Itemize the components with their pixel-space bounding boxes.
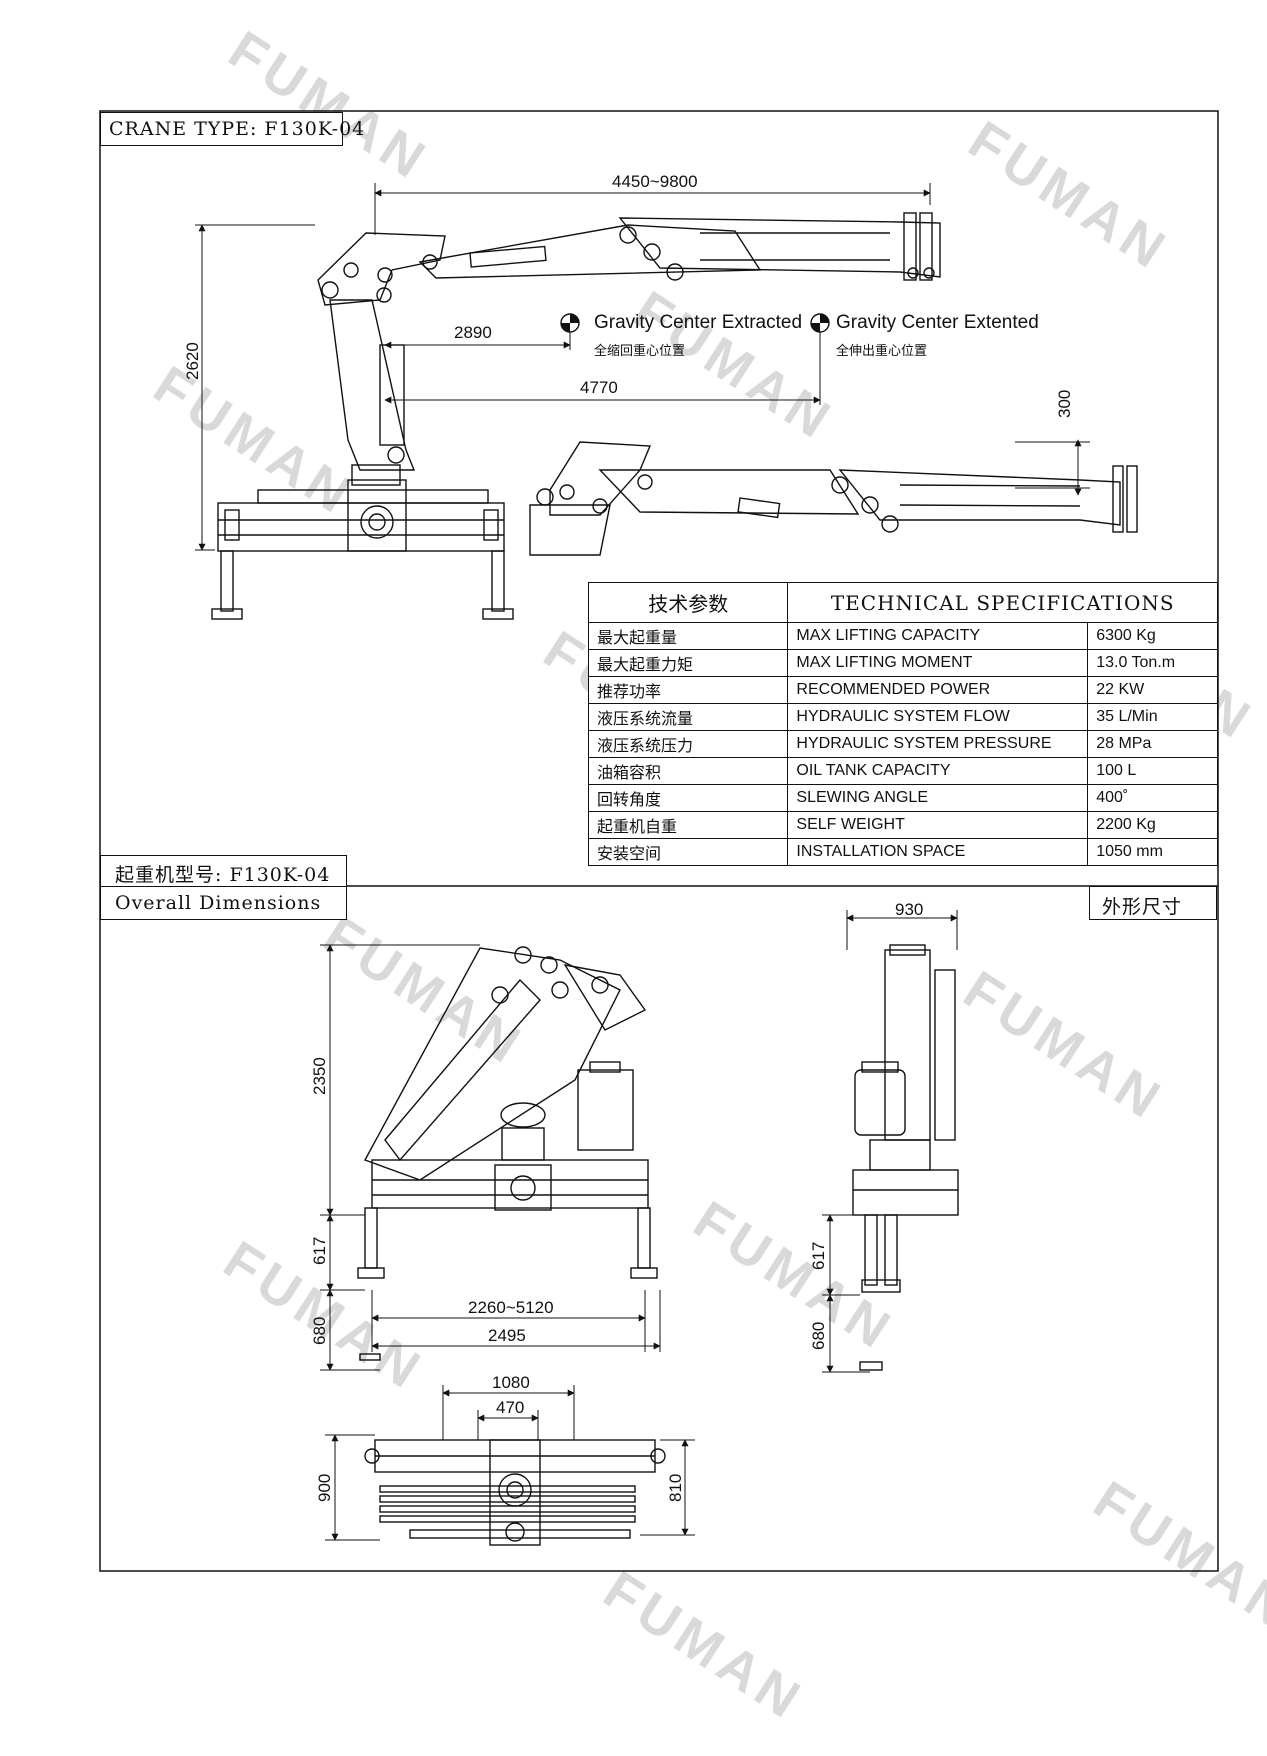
spec-header-row: 技术参数 TECHNICAL SPECIFICATIONS	[587, 582, 1218, 623]
crane-model-cn-label: 起重机型号: F130K-04	[100, 855, 347, 887]
crane-extended-view	[529, 441, 1138, 556]
spec-en: RECOMMENDED POWER	[787, 676, 1089, 704]
spec-en: MAX LIFTING MOMENT	[787, 649, 1089, 677]
dim-side-width: 930	[895, 900, 923, 919]
watermark-12: FUMAN	[1083, 1470, 1267, 1643]
spec-en: HYDRAULIC SYSTEM PRESSURE	[787, 730, 1089, 758]
outline-dimensions-cn-label: 外形尺寸	[1089, 886, 1217, 920]
dim-top-depth: 900	[315, 1474, 334, 1502]
watermark-8: FUMAN	[953, 960, 1174, 1133]
spec-title-cn: 技术参数	[587, 582, 789, 623]
gravity-center-symbol-2	[810, 313, 830, 333]
watermark-3: FUMAN	[143, 355, 364, 528]
crane-top-view	[364, 1439, 666, 1546]
spec-cn: 安装空间	[587, 838, 789, 866]
spec-cn: 油箱容积	[587, 757, 789, 785]
spec-en: SLEWING ANGLE	[787, 784, 1089, 812]
spec-value: 400˚	[1087, 784, 1218, 812]
spec-cn: 最大起重力矩	[587, 649, 789, 677]
dim-base-width: 2495	[488, 1326, 526, 1345]
dim-top-depth-inner: 810	[666, 1474, 685, 1502]
outer-frame	[99, 110, 1219, 1572]
dim-reach: 4450~9800	[612, 172, 698, 191]
dim-side-leg-lower: 680	[809, 1322, 828, 1350]
spec-en: MAX LIFTING CAPACITY	[787, 622, 1089, 650]
spec-value: 22 KW	[1087, 676, 1218, 704]
legend-extented-cn: 全伸出重心位置	[836, 344, 928, 359]
dim-tip-drop: 300	[1055, 390, 1074, 418]
dim-front-leg-lower: 680	[310, 1317, 329, 1345]
dim-front-height: 2350	[310, 1057, 329, 1095]
overall-dimensions-label: Overall Dimensions	[100, 886, 347, 920]
gravity-center-symbol-1	[560, 313, 580, 333]
dim-front-leg-upper: 617	[310, 1237, 329, 1265]
dim-cg-retracted: 2890	[454, 323, 492, 342]
spec-en: OIL TANK CAPACITY	[787, 757, 1089, 785]
watermark-2: FUMAN	[958, 110, 1179, 283]
spec-value: 1050 mm	[1087, 838, 1218, 866]
dim-height-total: 2620	[183, 342, 202, 380]
dim-top-inner: 470	[496, 1398, 524, 1417]
watermark-1: FUMAN	[218, 20, 439, 193]
spec-title-en: TECHNICAL SPECIFICATIONS	[787, 582, 1218, 623]
crane-type-label: CRANE TYPE: F130K-04	[100, 112, 364, 146]
front-view-dimensions	[320, 944, 661, 1371]
spec-en: SELF WEIGHT	[787, 811, 1089, 839]
gravity-center-extented-legend: Gravity Center Extented 全伸出重心位置	[836, 312, 1039, 359]
dim-outrigger-span: 2260~5120	[468, 1298, 554, 1317]
rear-view-dimensions	[822, 910, 958, 1373]
side-view-dimensions	[195, 183, 1090, 551]
dim-side-leg-upper: 617	[809, 1242, 828, 1270]
legend-extented-en: Gravity Center Extented	[836, 312, 1039, 333]
spec-value: 28 MPa	[1087, 730, 1218, 758]
spec-value: 100 L	[1087, 757, 1218, 785]
watermark-4: FUMAN	[623, 280, 844, 453]
dim-top-width: 1080	[492, 1373, 530, 1392]
legend-extracted-cn: 全缩回重心位置	[594, 344, 686, 359]
watermark-11: FUMAN	[593, 1560, 814, 1733]
crane-front-view	[357, 946, 658, 1361]
crane-rear-view	[852, 944, 959, 1371]
spec-value: 2200 Kg	[1087, 811, 1218, 839]
spec-value: 6300 Kg	[1087, 622, 1218, 650]
spec-value: 35 L/Min	[1087, 703, 1218, 731]
spec-en: INSTALLATION SPACE	[787, 838, 1089, 866]
legend-extracted-en: Gravity Center Extracted	[594, 312, 803, 333]
spec-cn: 液压系统流量	[587, 703, 789, 731]
top-view-dimensions	[325, 1385, 695, 1541]
spec-cn: 推荐功率	[587, 676, 789, 704]
gravity-center-extracted-legend: Gravity Center Extracted 全缩回重心位置	[594, 312, 802, 359]
spec-cn: 液压系统压力	[587, 730, 789, 758]
spec-cn: 回转角度	[587, 784, 789, 812]
spec-en: HYDRAULIC SYSTEM FLOW	[787, 703, 1089, 731]
spec-cn: 起重机自重	[587, 811, 789, 839]
dim-cg-extended: 4770	[580, 378, 618, 397]
crane-side-view	[211, 212, 941, 620]
spec-cn: 最大起重量	[587, 622, 789, 650]
spec-value: 13.0 Ton.m	[1087, 649, 1218, 677]
